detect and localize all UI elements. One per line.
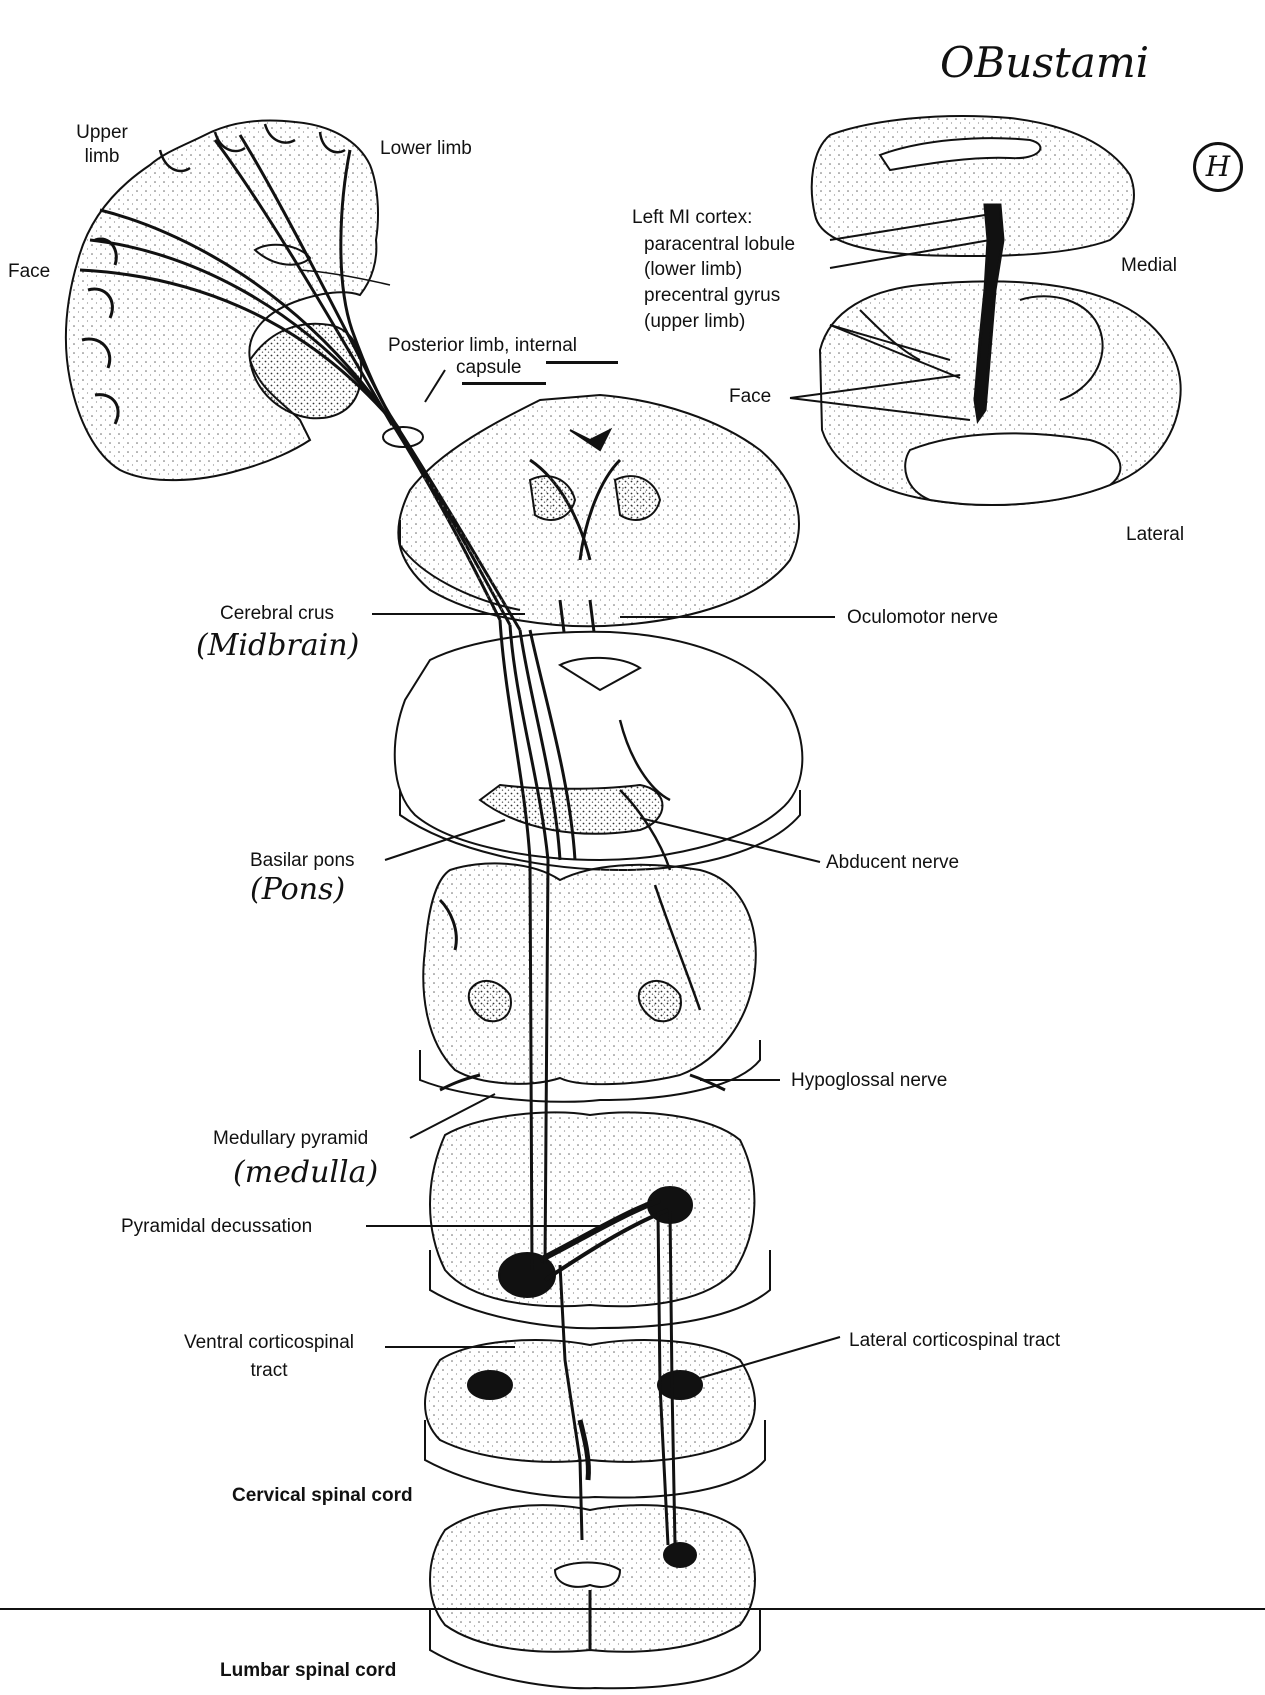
label-upper-limb-line2: limb bbox=[62, 145, 142, 169]
label-oculomotor-nerve: Oculomotor nerve bbox=[847, 606, 998, 630]
label-lower-limb-paren: (lower limb) bbox=[644, 258, 742, 282]
label-posterior-limb-capsule: capsule bbox=[456, 356, 522, 380]
label-face-left: Face bbox=[8, 260, 50, 284]
handwritten-signature: OBustami bbox=[940, 38, 1149, 87]
label-face-right: Face bbox=[729, 385, 771, 409]
label-hypoglossal-nerve: Hypoglossal nerve bbox=[791, 1069, 947, 1093]
midbrain-annotation: (Midbrain) bbox=[196, 628, 359, 663]
midbrain-section bbox=[398, 395, 799, 640]
label-lumbar-spinal-cord: Lumbar spinal cord bbox=[220, 1659, 396, 1683]
hemisphere-views bbox=[812, 116, 1181, 505]
label-ventral-corticospinal-tract: Ventral corticospinal tract bbox=[158, 1331, 380, 1383]
label-upper-limb-paren: (upper limb) bbox=[644, 310, 745, 334]
label-upper-limb: Upper limb bbox=[62, 121, 142, 169]
label-medullary-pyramid: Medullary pyramid bbox=[213, 1127, 368, 1151]
cervical-cord-section bbox=[425, 1340, 765, 1498]
label-basilar-pons: Basilar pons bbox=[250, 849, 355, 873]
label-lower-limb: Lower limb bbox=[380, 137, 472, 161]
label-abducent-nerve: Abducent nerve bbox=[826, 851, 959, 875]
label-ventral-cst-line1: Ventral corticospinal bbox=[158, 1331, 380, 1355]
label-left-m1-cortex: Left MI cortex: bbox=[632, 206, 752, 230]
pons-annotation: (Pons) bbox=[250, 872, 345, 907]
label-cerebral-crus: Cerebral crus bbox=[220, 602, 334, 626]
lumbar-cord-section bbox=[430, 1505, 760, 1688]
label-precentral-gyrus: precentral gyrus bbox=[644, 284, 780, 308]
label-upper-limb-line1: Upper bbox=[62, 121, 142, 145]
label-posterior-limb: Posterior limb, internal bbox=[388, 334, 577, 358]
label-paracentral-lobule: paracentral lobule bbox=[644, 233, 795, 257]
label-medial: Medial bbox=[1121, 254, 1177, 278]
label-cervical-spinal-cord: Cervical spinal cord bbox=[232, 1484, 413, 1508]
ventral-cst-left bbox=[468, 1371, 512, 1399]
decussation-section bbox=[430, 1112, 770, 1328]
label-lateral-corticospinal-tract: Lateral corticospinal tract bbox=[849, 1329, 1060, 1353]
circled-page-marker: H bbox=[1193, 142, 1243, 192]
underline-internal bbox=[546, 361, 618, 364]
medulla-section bbox=[420, 863, 760, 1101]
label-ventral-cst-line2: tract bbox=[158, 1359, 380, 1383]
coronal-brain-section bbox=[66, 121, 423, 481]
medulla-annotation: (medulla) bbox=[233, 1155, 378, 1190]
label-lateral: Lateral bbox=[1126, 523, 1184, 547]
lateral-cst-right bbox=[658, 1371, 702, 1399]
label-pyramidal-decussation: Pyramidal decussation bbox=[121, 1215, 312, 1239]
underline-capsule bbox=[462, 382, 546, 385]
pons-section bbox=[395, 632, 803, 870]
